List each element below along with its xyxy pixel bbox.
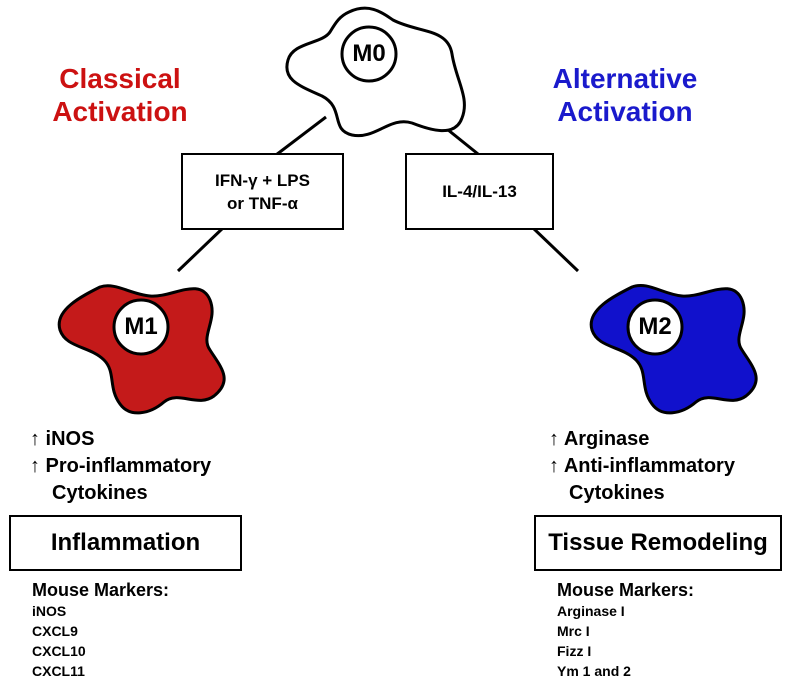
inflammation-box: Inflammation — [9, 515, 242, 571]
alternative-marker-3: Fizz I — [557, 643, 592, 659]
alternative-marker-2: Mrc I — [557, 623, 590, 639]
alternative-effect-2: ↑ Anti-inflammatory — [549, 455, 735, 477]
tissue-remodeling-box: Tissue Remodeling — [534, 515, 782, 571]
classical-markers-title: Mouse Markers: — [32, 580, 170, 600]
alternative-markers: Mouse Markers: Arginase I Mrc I Fizz I Y… — [557, 579, 694, 681]
m2-cell-shape — [589, 284, 758, 415]
alternative-effect-1: ↑ Arginase — [549, 428, 650, 450]
connector-right-stimulus-to-m2 — [530, 225, 580, 273]
alternative-effect-3: Cytokines — [569, 482, 665, 504]
m2-label: M2 — [638, 313, 672, 340]
classical-effects: ↑ iNOS ↑ Pro-inflammatory Cytokines — [30, 426, 211, 507]
classical-effect-3: Cytokines — [52, 482, 148, 504]
classical-stimulus-line2: or TNF-α — [227, 193, 298, 213]
m1-nucleus — [112, 298, 170, 356]
classical-effect-1: ↑ iNOS — [30, 428, 95, 450]
alternative-effects: ↑ Arginase ↑ Anti-inflammatory Cytokines — [549, 426, 735, 507]
classical-markers: Mouse Markers: iNOS CXCL9 CXCL10 CXCL11 — [32, 579, 169, 681]
m2-nucleus — [626, 298, 684, 356]
classical-stimulus-line1: IFN-γ + LPS — [215, 170, 310, 190]
classical-heading-line2: Activation — [52, 96, 188, 127]
m1-label: M1 — [124, 313, 158, 340]
alternative-stimulus-box: IL-4/IL-13 — [405, 153, 554, 230]
connector-m0-to-left-stimulus — [271, 115, 327, 160]
classical-marker-3: CXCL10 — [32, 643, 86, 659]
classical-heading: Classical Activation — [20, 62, 220, 128]
classical-marker-2: CXCL9 — [32, 623, 78, 639]
m0-nucleus — [340, 25, 398, 83]
connector-left-stimulus-to-m1 — [176, 225, 226, 273]
alternative-heading-line2: Activation — [557, 96, 693, 127]
classical-effect-2: ↑ Pro-inflammatory — [30, 455, 212, 477]
alternative-marker-4: Ym 1 and 2 — [557, 663, 631, 679]
m0-label: M0 — [352, 40, 386, 67]
alternative-stimulus: IL-4/IL-13 — [442, 181, 517, 201]
classical-stimulus-box: IFN-γ + LPS or TNF-α — [181, 153, 344, 230]
alternative-heading: Alternative Activation — [520, 62, 730, 128]
alternative-markers-title: Mouse Markers: — [557, 580, 695, 600]
classical-marker-4: CXCL11 — [32, 663, 85, 679]
classical-heading-line1: Classical — [59, 63, 181, 94]
alternative-marker-1: Arginase I — [557, 603, 625, 619]
inflammation-label: Inflammation — [50, 529, 201, 556]
alternative-heading-line1: Alternative — [552, 63, 698, 94]
classical-marker-1: iNOS — [32, 603, 67, 619]
tissue-remodeling-label: Tissue Remodeling — [548, 529, 768, 556]
